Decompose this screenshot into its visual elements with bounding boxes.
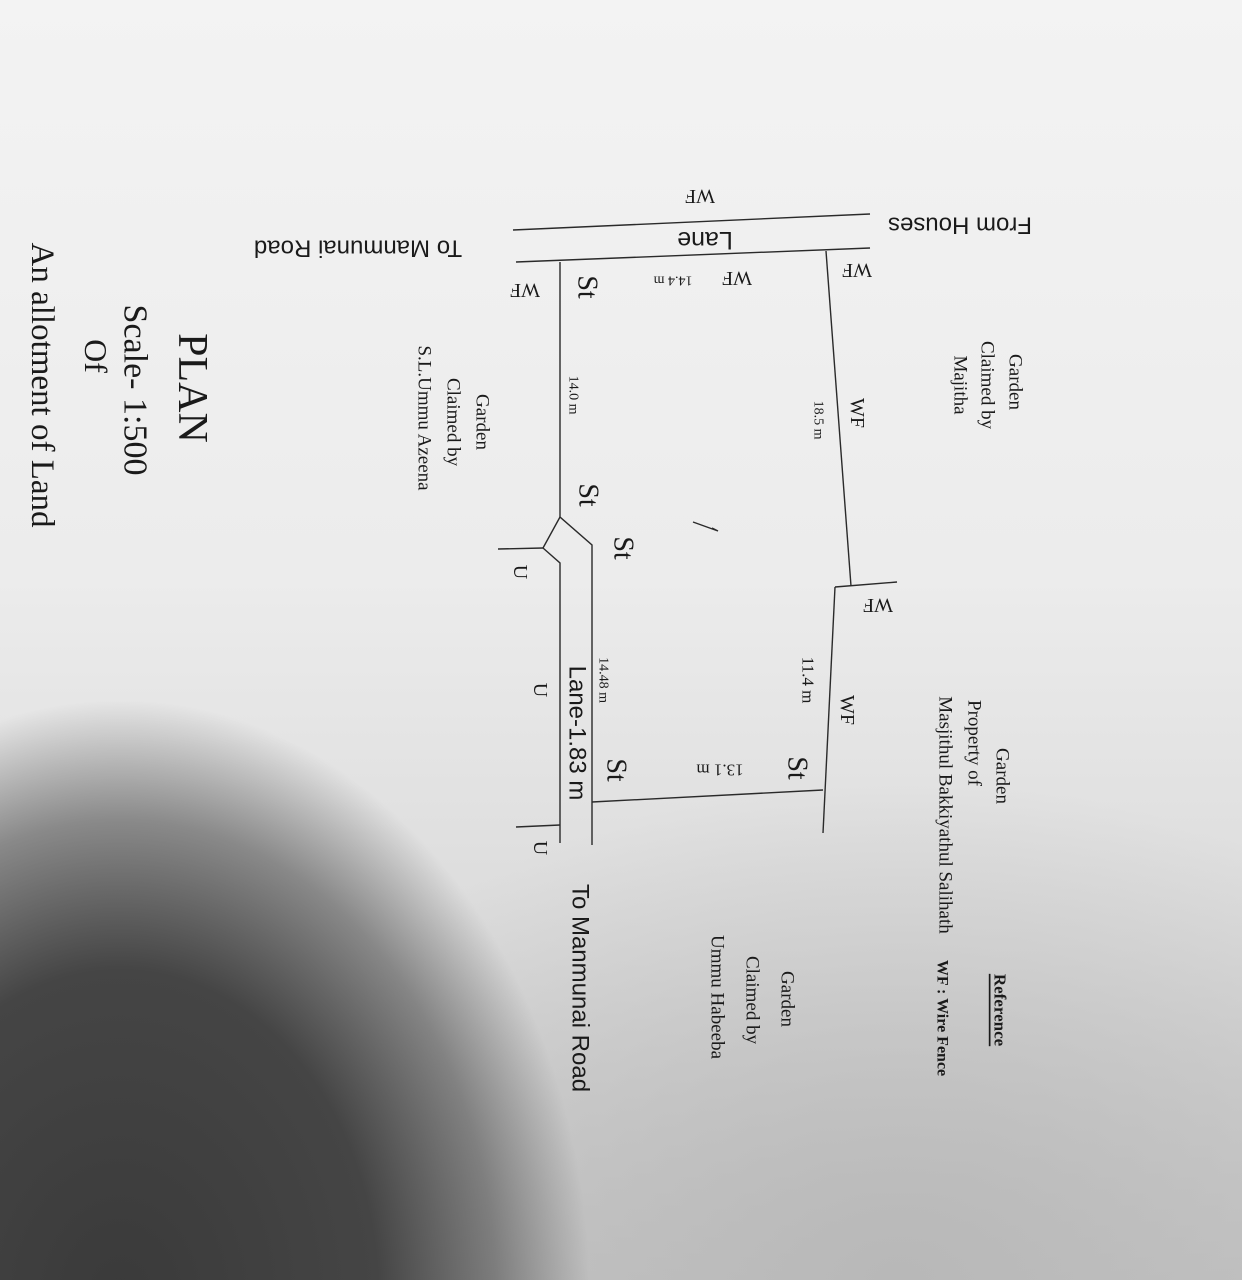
reference-wf-legend: WF : Wire Fence <box>934 960 951 1076</box>
dimension-11-4: 11.4 m <box>799 657 818 704</box>
u-label: U <box>529 841 551 856</box>
wf-label: WF <box>510 279 540 301</box>
neighbor-line: Property of <box>964 700 985 787</box>
lane-west-line <box>542 516 561 843</box>
plan-subject: An allotment of Land <box>24 242 60 528</box>
neighbor-azeena: Garden Claimed by S.L.Ummu Azeena <box>414 345 493 491</box>
neighbor-line: Garden <box>992 748 1013 804</box>
dimension-13-1: 13.1 m <box>696 761 743 780</box>
neighbor-habeeba: Garden Claimed by Ummu Habeeba <box>707 935 798 1060</box>
lane-tick-1 <box>497 547 544 550</box>
st-label: St <box>573 483 604 507</box>
st-label: St <box>608 536 639 560</box>
plan-scale: Scale- 1:500 <box>117 305 154 476</box>
neighbor-line: Majitha <box>950 355 971 415</box>
st-label: St <box>782 756 813 780</box>
wf-label: WF <box>863 594 893 616</box>
reference-heading: Reference <box>991 974 1010 1047</box>
st-label: St <box>601 758 632 782</box>
plot-boundary-wf-north <box>825 250 852 587</box>
lane-upper-line <box>512 213 871 231</box>
lane-label: Lane <box>677 226 733 254</box>
wf-label: WF <box>842 259 872 281</box>
dimension-14-0: 14.0 m <box>566 376 581 415</box>
lane-tick-2 <box>515 824 561 828</box>
dimension-14-48: 14.48 m <box>596 657 611 703</box>
lane-width-label: Lane-1.83 m <box>564 666 591 801</box>
to-road-bottom-label: To Manmunai Road <box>567 884 594 1092</box>
wf-label: WF <box>685 185 715 207</box>
neighbor-majitha: Garden Claimed by Majitha <box>950 341 1026 430</box>
u-label: U <box>529 683 551 698</box>
plan-of: Of <box>78 339 114 373</box>
pen-mark <box>692 521 719 532</box>
wf-label: WF <box>836 695 858 725</box>
plot-boundary-wf-east <box>822 586 836 834</box>
u-label: U <box>509 565 531 580</box>
neighbor-line: Claimed by <box>443 378 464 467</box>
neighbor-line: Claimed by <box>977 341 998 430</box>
neighbor-masjithul: Garden Property of Masjithul Bakkiyathul… <box>935 696 1013 934</box>
neighbor-line: Ummu Habeeba <box>707 935 728 1060</box>
dimension-18-5: 18.5 m <box>811 401 826 440</box>
plot-boundary-st-west <box>559 262 593 845</box>
neighbor-line: Masjithul Bakkiyathul Salihath <box>935 696 956 934</box>
neighbor-line: Garden <box>472 394 493 450</box>
to-road-top-label: To Manmunai Road <box>254 235 462 262</box>
neighbor-line: Garden <box>777 971 798 1027</box>
from-houses-label: From Houses <box>888 212 1032 239</box>
wf-label: WF <box>846 398 868 428</box>
dimension-14-4: 14.4 m <box>653 273 692 288</box>
lane-lower-line <box>515 247 871 263</box>
plot-boundary-st-south <box>591 789 824 803</box>
plan-title: PLAN <box>169 333 215 443</box>
st-label: St <box>572 275 603 299</box>
neighbor-line: Garden <box>1005 354 1026 410</box>
wf-label: WF <box>722 267 752 289</box>
neighbor-line: Claimed by <box>742 956 763 1045</box>
plot-boundary-step <box>834 581 898 588</box>
neighbor-line: S.L.Ummu Azeena <box>414 345 435 491</box>
